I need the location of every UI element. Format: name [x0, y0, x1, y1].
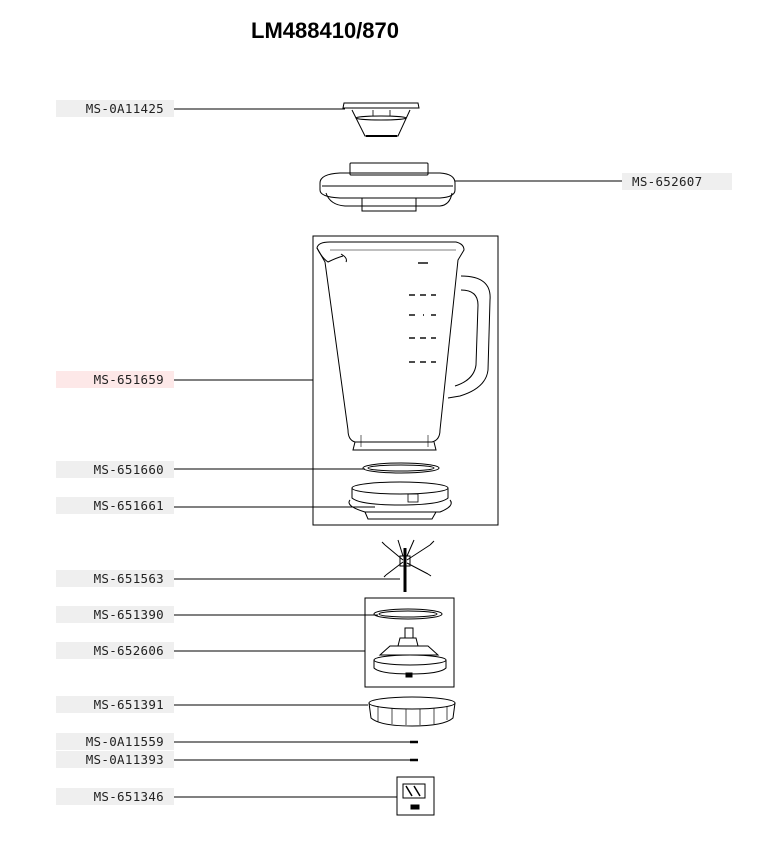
jar-group-box	[312, 235, 499, 526]
page-title: LM488410/870	[251, 18, 399, 43]
part-label-ms-651346[interactable]: MS-651346	[56, 788, 174, 805]
part-label-ms-651660[interactable]: MS-651660	[56, 461, 174, 478]
blade-gasket	[373, 608, 443, 620]
base-group-box	[364, 597, 455, 688]
part-label-ms-651661[interactable]: MS-651661	[56, 497, 174, 514]
coupler-box	[396, 776, 435, 816]
part-label-ms-651390[interactable]: MS-651390	[56, 606, 174, 623]
jar-seal-ring	[362, 462, 440, 474]
part-label-ms-651563[interactable]: MS-651563	[56, 570, 174, 587]
part-label-ms-0a11393[interactable]: MS-0A11393	[56, 751, 174, 768]
blade-assembly	[381, 539, 435, 592]
part-label-ms-0a11559[interactable]: MS-0A11559	[56, 733, 174, 750]
part-label-ms-651391[interactable]: MS-651391	[56, 696, 174, 713]
part-label-ms-0a11425[interactable]: MS-0A11425	[56, 100, 174, 117]
part-label-ms-652607[interactable]: MS-652607	[622, 173, 732, 190]
measuring-cap	[342, 102, 420, 137]
blade-base	[373, 627, 447, 678]
jar-base	[348, 481, 452, 520]
part-label-ms-651659[interactable]: MS-651659	[56, 371, 174, 388]
locking-ring	[368, 696, 456, 727]
coupler	[402, 783, 426, 810]
part-label-ms-652606[interactable]: MS-652606	[56, 642, 174, 659]
leader-lines	[174, 108, 622, 798]
blender-jar	[316, 241, 491, 451]
jar-lid	[319, 162, 456, 212]
